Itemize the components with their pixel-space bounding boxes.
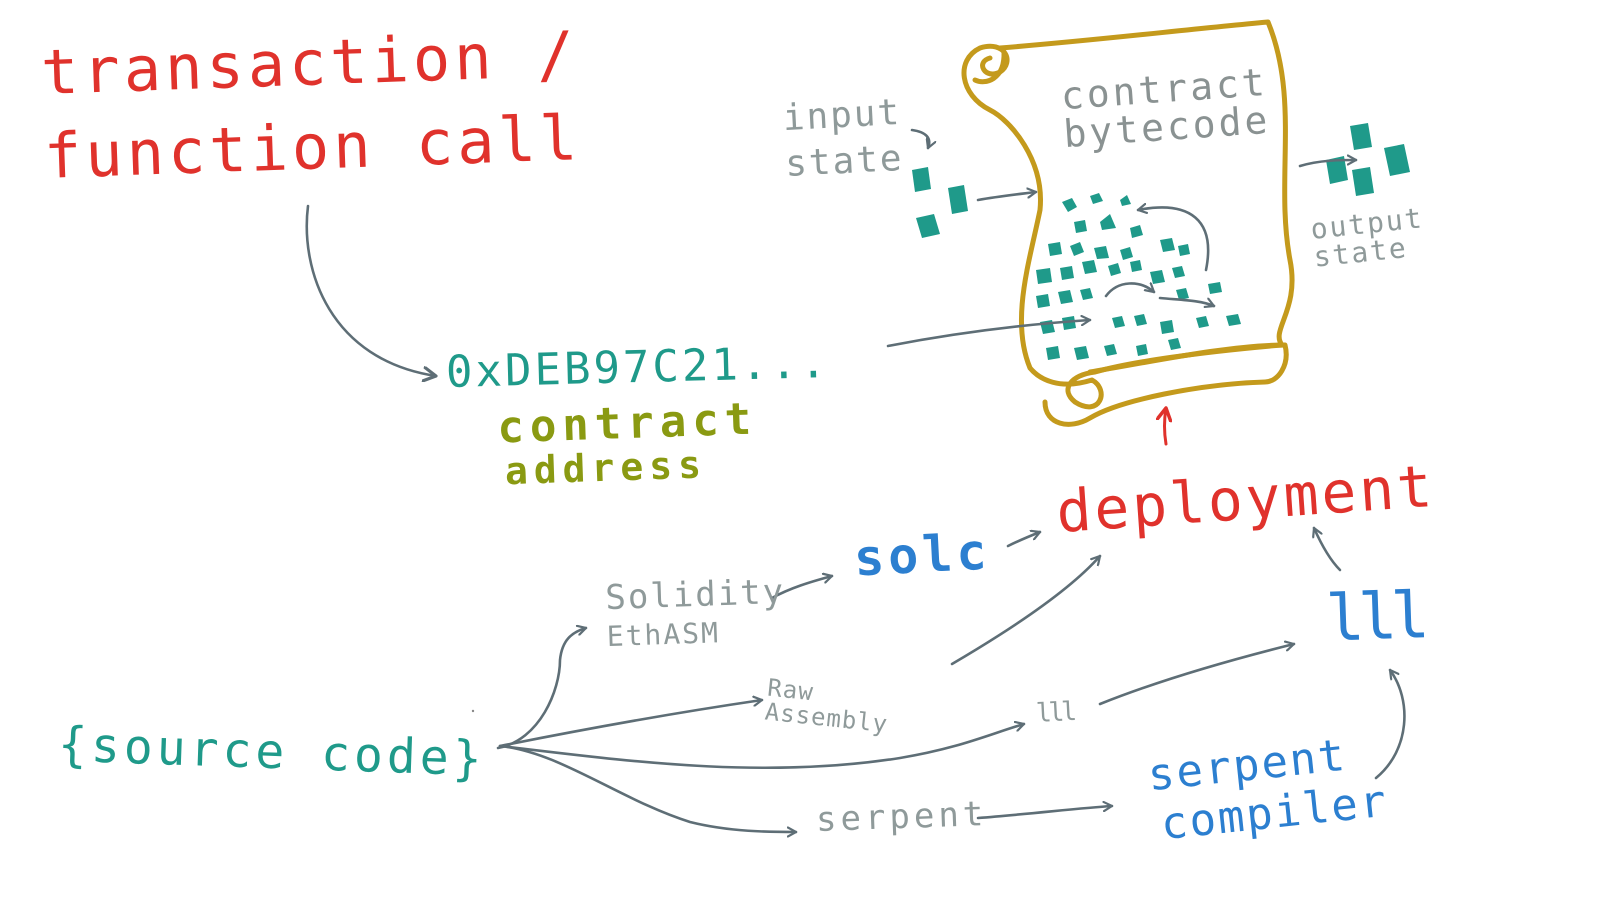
input-state-label: input state	[781, 91, 905, 186]
arrows	[305, 128, 1406, 832]
arrow-loop-back	[1136, 208, 1210, 272]
arrow-inner-jump	[1104, 283, 1156, 298]
arrow-input-label-curl	[910, 128, 929, 150]
contract-word: contract	[496, 393, 759, 454]
arrow-serpent-to-compiler	[976, 806, 1114, 820]
scroll-inner-line	[972, 49, 1007, 85]
arrow-source-to-serpent	[498, 744, 798, 832]
contract-address-value: 0xDEB97C21...	[445, 336, 830, 399]
arrow-lll-big-to-deployment	[1314, 526, 1342, 572]
input-word: input	[781, 91, 903, 140]
arrow-compiler-to-lll-big	[1374, 668, 1406, 780]
arrow-solc-to-deployment	[1006, 532, 1042, 548]
solidity-word: Solidity	[604, 571, 786, 619]
stray-dot	[471, 709, 475, 713]
output-state-label: output state	[1309, 201, 1427, 273]
function-call-line: function call	[42, 101, 583, 193]
bytecode-scroll	[961, 19, 1295, 427]
arrow-source-to-solidity	[496, 628, 588, 750]
contract-bytecode-label: contract bytecode	[1059, 60, 1271, 156]
source-code-label: {source code}	[57, 716, 487, 788]
arrow-ethasm-to-deployment	[950, 554, 1102, 666]
arrow-lll-small-to-lll-big	[1098, 644, 1296, 706]
lll-compiler-label: lll	[1324, 579, 1425, 657]
arrow-deployment-to-scroll	[1165, 408, 1167, 446]
output-state-blobs	[1326, 123, 1410, 196]
arrow-address-to-bytecode	[886, 320, 1092, 348]
arrow-source-to-lll	[498, 724, 1026, 770]
bytecode-blobs	[1036, 193, 1241, 360]
arrow-inner-jump2	[1158, 296, 1216, 306]
solidity-ethasm-label: Solidity EthASM	[604, 571, 787, 653]
lll-source-label: lll	[1035, 697, 1075, 729]
input-state-blobs	[912, 167, 968, 238]
scroll-outline	[961, 19, 1295, 410]
arrow-solidity-to-solc	[770, 576, 834, 600]
contract-address-caption: contract address	[496, 393, 760, 493]
serpent-label: serpent	[815, 794, 988, 840]
arrow-input-into-scroll	[976, 192, 1038, 202]
solc-label: solc	[852, 522, 992, 588]
arrow-call-to-address	[305, 204, 436, 376]
scroll-bottom-curl	[1042, 342, 1289, 427]
input-state-word: state	[784, 137, 905, 186]
arrow-output	[1298, 160, 1358, 168]
arrow-source-to-raw	[498, 700, 764, 748]
transaction-line: transaction /	[39, 17, 580, 109]
transaction-function-call-label: transaction / function call	[39, 17, 583, 193]
